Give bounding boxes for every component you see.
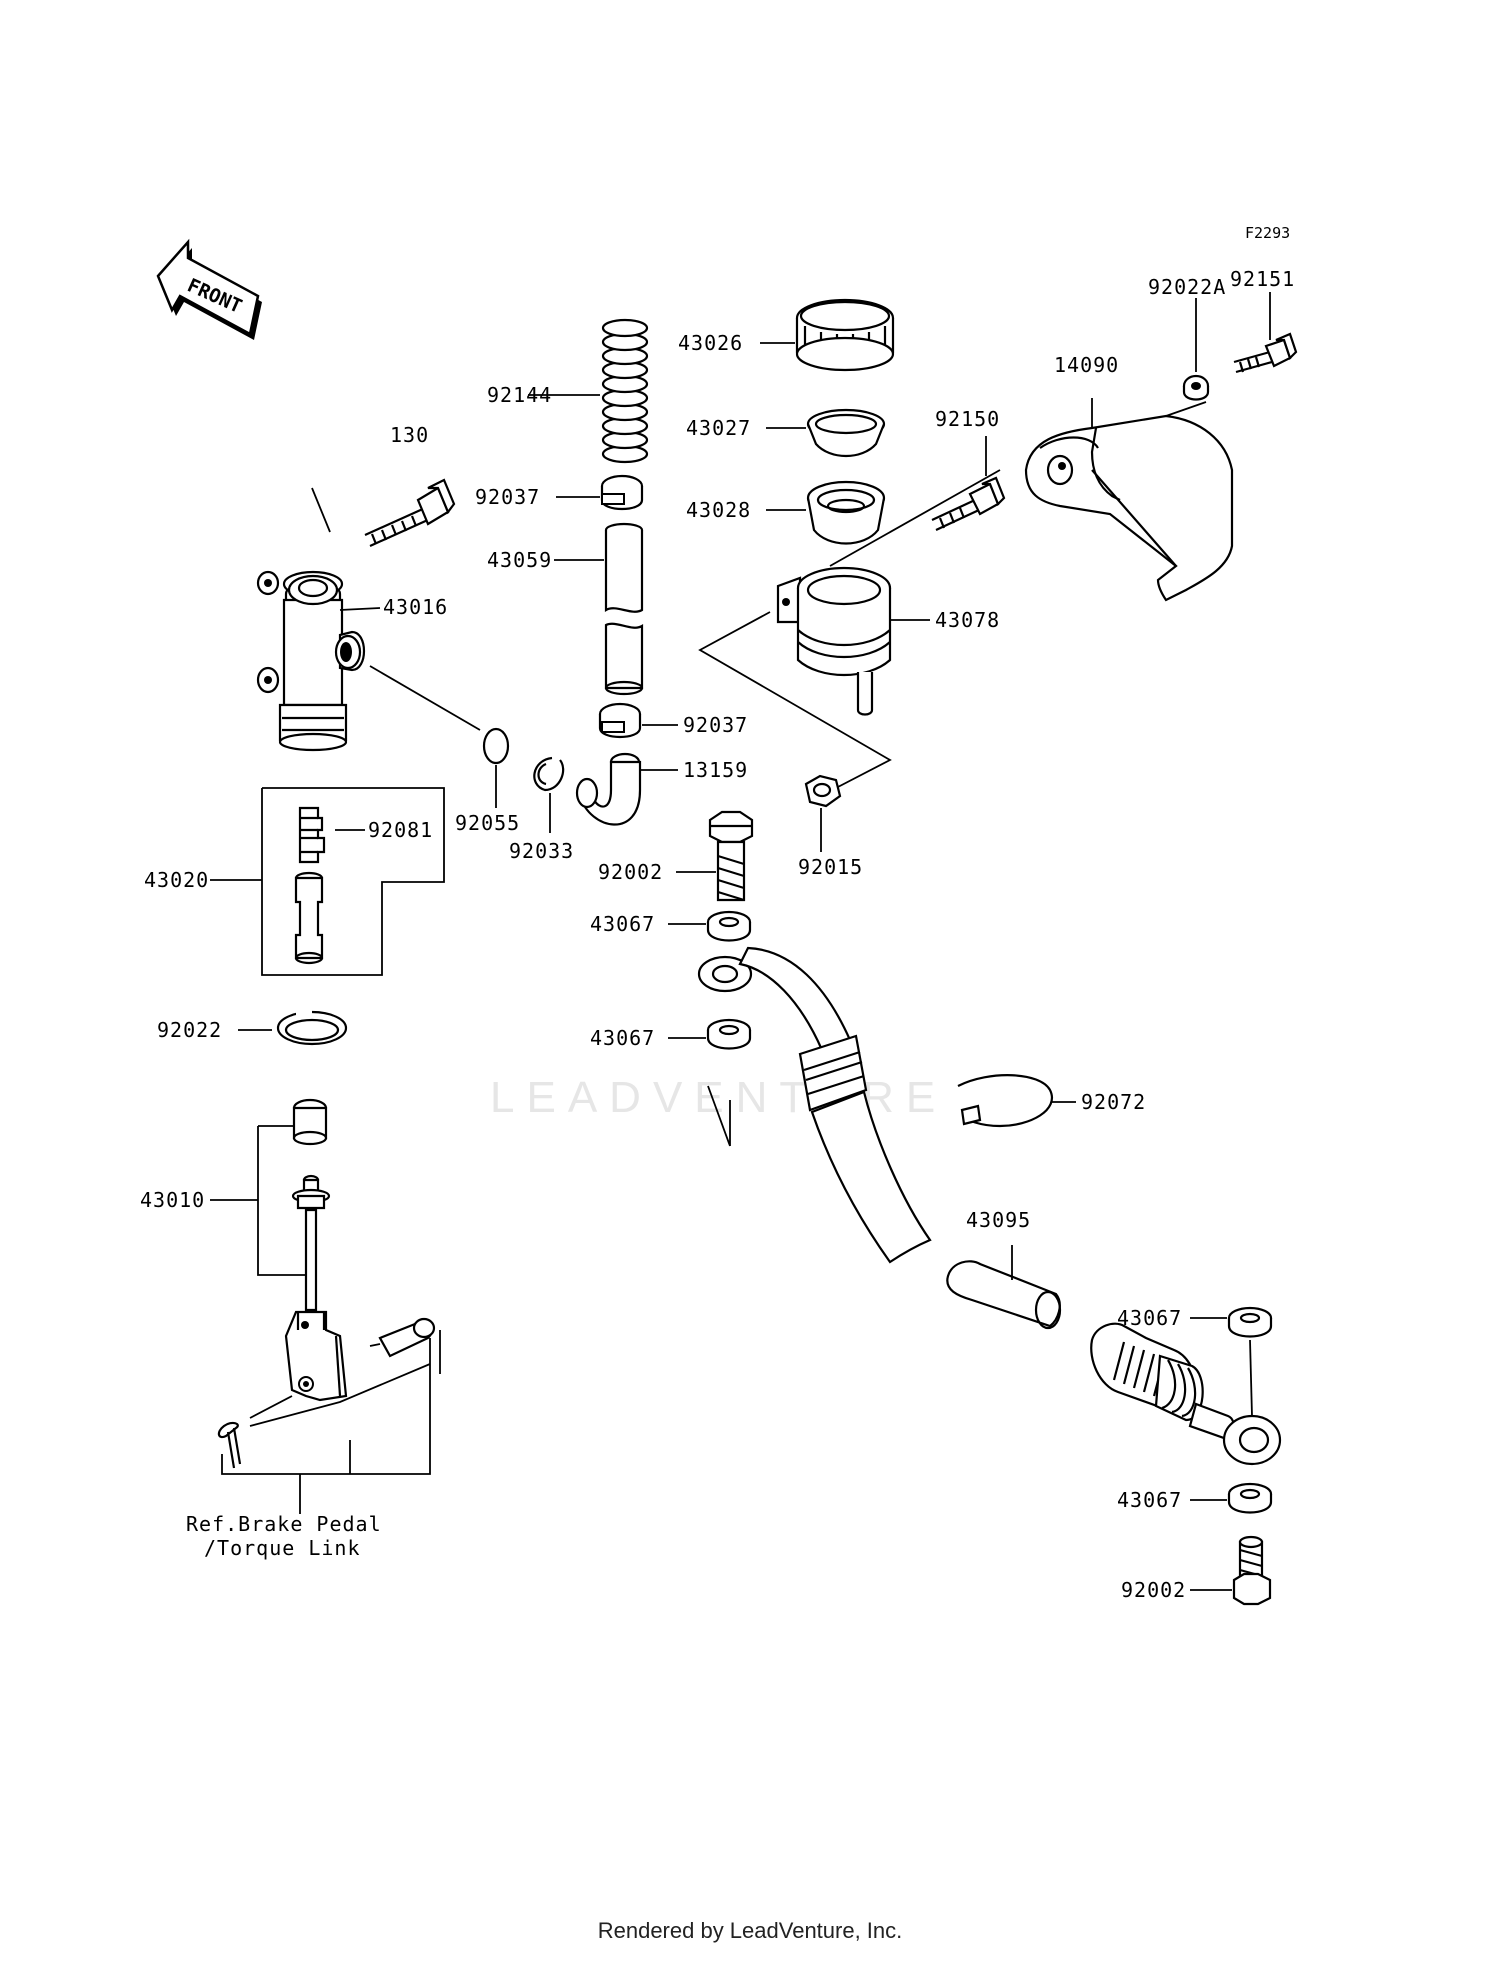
label-43016: 43016 [383, 595, 448, 619]
o-ring-92055 [482, 727, 510, 765]
label-130: 130 [390, 423, 429, 447]
label-43020: 43020 [144, 868, 209, 892]
front-arrow-icon: FRONT [156, 238, 262, 340]
ref-note-line2: /Torque Link [204, 1536, 361, 1560]
label-92002-upper: 92002 [598, 860, 663, 884]
label-43059: 43059 [487, 548, 552, 572]
label-43010: 43010 [140, 1188, 205, 1212]
label-43067-4: 43067 [1117, 1488, 1182, 1512]
diagram-code: F2293 [1245, 224, 1290, 242]
label-92081: 92081 [368, 818, 433, 842]
diaphragm-43028 [806, 480, 886, 545]
bolt-92150 [931, 476, 1006, 531]
label-43026: 43026 [678, 331, 743, 355]
label-43078: 43078 [935, 608, 1000, 632]
washer-43067-1 [706, 910, 752, 942]
label-14090: 14090 [1054, 353, 1119, 377]
clamp-92037-lower [598, 702, 642, 739]
clamp-92037-upper [600, 474, 644, 511]
hose-43059 [604, 522, 644, 696]
master-cylinder-43016 [256, 570, 365, 752]
label-92151: 92151 [1230, 267, 1295, 291]
label-43028: 43028 [686, 498, 751, 522]
label-43027: 43027 [686, 416, 751, 440]
label-92055: 92055 [455, 811, 520, 835]
label-92022: 92022 [157, 1018, 222, 1042]
clamp-band-92072 [957, 1074, 1053, 1128]
washer-43067-4 [1227, 1482, 1273, 1514]
spring-92144 [601, 318, 649, 464]
label-92037-lower: 92037 [683, 713, 748, 737]
label-92072: 92072 [1081, 1090, 1146, 1114]
cover-14090 [1024, 414, 1234, 602]
piston-kit-43020 [261, 787, 445, 976]
footer-credit: Rendered by LeadVenture, Inc. [597, 1918, 903, 1943]
label-92037-upper: 92037 [475, 485, 540, 509]
washer-92022A [1182, 374, 1210, 401]
hose-fitting-13159 [575, 752, 642, 826]
diaphragm-plate-43027 [806, 408, 886, 457]
banjo-bolt-92002-upper [708, 810, 754, 902]
reservoir-cap-43026 [795, 298, 895, 372]
label-43067-3: 43067 [1117, 1306, 1182, 1330]
label-43095: 43095 [966, 1208, 1031, 1232]
nut-92015 [804, 774, 842, 808]
bolt-92151 [1233, 332, 1298, 374]
label-92150: 92150 [935, 407, 1000, 431]
label-43067-1: 43067 [590, 912, 655, 936]
brake-hose-43095 [697, 946, 1282, 1466]
reservoir-43078 [776, 566, 892, 716]
washer-43067-2 [706, 1018, 752, 1050]
label-92144: 92144 [487, 383, 552, 407]
washer-43067-3 [1227, 1306, 1273, 1338]
label-92022A: 92022A [1148, 275, 1226, 299]
push-rod-43010 [217, 1098, 436, 1469]
snap-ring-92033 [533, 756, 565, 792]
label-43067-2: 43067 [590, 1026, 655, 1050]
banjo-bolt-92002-lower [1232, 1535, 1272, 1606]
label-13159: 13159 [683, 758, 748, 782]
label-92033: 92033 [509, 839, 574, 863]
bolt-130 [364, 478, 456, 548]
ref-note-line1: Ref.Brake Pedal [186, 1512, 382, 1536]
label-92002-lower: 92002 [1121, 1578, 1186, 1602]
label-92015: 92015 [798, 855, 863, 879]
snap-ring-92022 [276, 1010, 348, 1046]
